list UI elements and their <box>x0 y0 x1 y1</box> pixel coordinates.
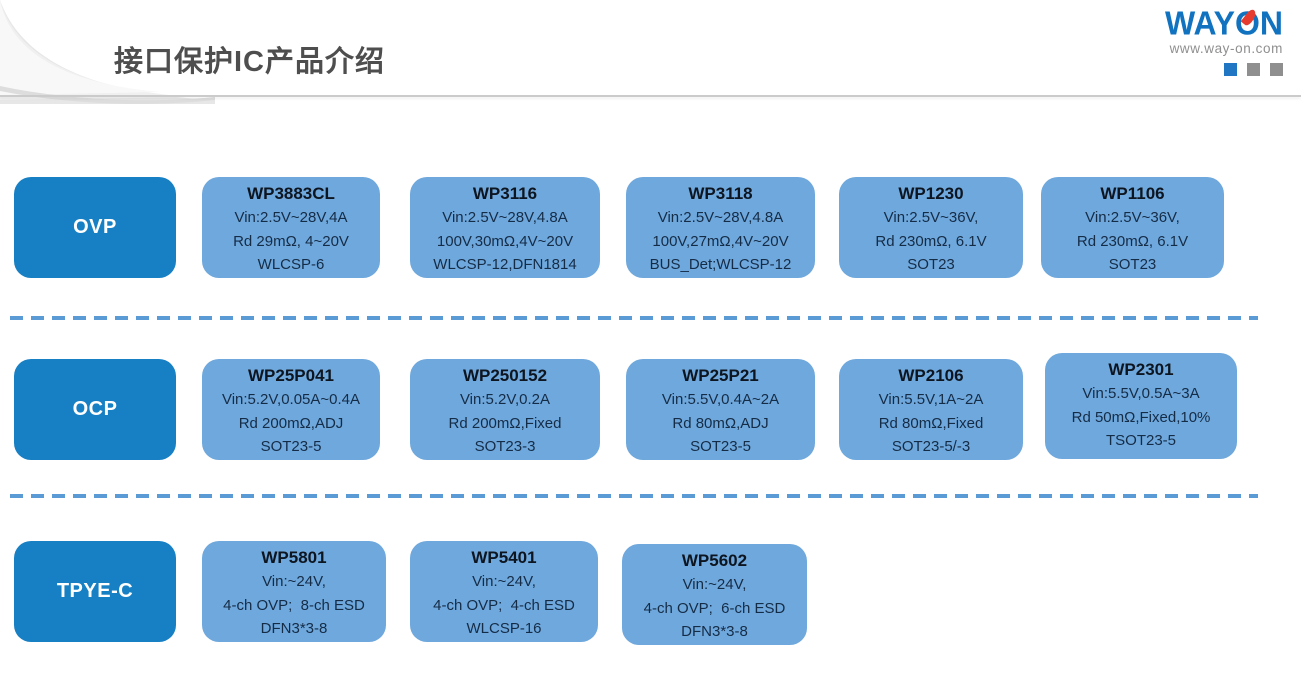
logo-website-url: www.way-on.com <box>1169 41 1283 56</box>
product-spec-line: Vin:5.5V,0.4A~2A <box>661 391 780 408</box>
product-card-wp25p041: WP25P041 Vin:5.2V,0.05A~0.4A Rd 200mΩ,AD… <box>202 359 380 460</box>
product-name: WP25P041 <box>248 366 334 385</box>
product-name: WP2301 <box>1108 360 1174 379</box>
product-spec-line: Vin:~24V, <box>682 576 747 593</box>
product-spec-line: SOT23-3 <box>474 438 536 455</box>
product-spec-line: Vin:~24V, <box>262 573 326 590</box>
product-spec-line: Rd 50mΩ,Fixed,10% <box>1071 408 1211 426</box>
product-name: WP250152 <box>462 366 548 385</box>
product-name: WP2106 <box>898 366 964 385</box>
product-card-wp5801: WP5801 Vin:~24V, 4-ch OVP; 8-ch ESD DFN3… <box>202 541 386 642</box>
product-row-type-c: TPYE-C WP5801 Vin:~24V, 4-ch OVP; 8-ch E… <box>0 541 1301 645</box>
product-spec-line: Rd 80mΩ,ADJ <box>672 414 769 432</box>
product-spec-line: Rd 230mΩ, 6.1V <box>1076 232 1189 250</box>
product-card-wp3118: WP3118 Vin:2.5V~28V,4.8A 100V,27mΩ,4V~20… <box>626 177 815 278</box>
product-card-wp250152: WP250152 Vin:5.2V,0.2A Rd 200mΩ,Fixed SO… <box>410 359 600 460</box>
product-spec-line: Rd 80mΩ,Fixed <box>878 414 984 432</box>
product-spec-line: Vin:2.5V~36V, <box>1085 209 1180 226</box>
product-card-wp1106: WP1106 Vin:2.5V~36V, Rd 230mΩ, 6.1V SOT2… <box>1041 177 1224 278</box>
product-card-wp3116: WP3116 Vin:2.5V~28V,4.8A 100V,30mΩ,4V~20… <box>410 177 600 278</box>
product-spec-line: Vin:5.5V,0.5A~3A <box>1082 385 1200 402</box>
product-name: WP1106 <box>1100 184 1165 203</box>
product-name: WP5401 <box>471 548 537 567</box>
product-card-wp3883cl: WP3883CL Vin:2.5V~28V,4A Rd 29mΩ, 4~20V … <box>202 177 380 278</box>
product-spec-line: Rd 200mΩ,Fixed <box>448 414 562 432</box>
product-spec-line: 4-ch OVP; 4-ch ESD <box>433 596 575 614</box>
page-title: 接口保护IC产品介绍 <box>114 46 386 78</box>
product-spec-line: Rd 200mΩ,ADJ <box>238 414 344 432</box>
category-badge-ocp: OCP <box>14 359 176 460</box>
corner-swoosh-decoration <box>0 0 215 104</box>
product-name: WP1230 <box>898 184 964 203</box>
logo-square-gray-2 <box>1270 63 1283 76</box>
product-spec-line: 4-ch OVP; 8-ch ESD <box>223 596 365 614</box>
product-spec-line: Vin:2.5V~36V, <box>883 209 979 226</box>
product-spec-line: WLCSP-6 <box>257 256 325 273</box>
product-row-ovp: OVP WP3883CL Vin:2.5V~28V,4A Rd 29mΩ, 4~… <box>0 177 1301 278</box>
product-spec-line: BUS_Det;WLCSP-12 <box>649 256 792 273</box>
product-spec-line: Vin:2.5V~28V,4.8A <box>442 209 568 226</box>
product-spec-line: DFN3*3-8 <box>681 623 748 640</box>
logo-square-gray-1 <box>1247 63 1260 76</box>
product-spec-line: SOT23 <box>1108 256 1157 273</box>
product-name: WP5602 <box>681 551 748 570</box>
product-card-wp5401: WP5401 Vin:~24V, 4-ch OVP; 4-ch ESD WLCS… <box>410 541 598 642</box>
logo-square-decoration <box>1113 63 1283 76</box>
product-name: WP3118 <box>688 184 753 203</box>
product-spec-line: Rd 29mΩ, 4~20V <box>233 232 349 250</box>
product-name: WP5801 <box>261 548 327 567</box>
header-divider-line <box>0 95 1301 97</box>
wayon-logo: WAYON www.way-on.com <box>1113 4 1283 76</box>
product-spec-line: WLCSP-12,DFN1814 <box>433 256 577 273</box>
category-badge-type-c: TPYE-C <box>14 541 176 642</box>
product-name: WP3883CL <box>247 184 335 203</box>
product-spec-line: SOT23-5 <box>260 438 322 455</box>
product-spec-line: SOT23-5/-3 <box>891 438 971 455</box>
product-spec-line: Vin:~24V, <box>472 573 536 590</box>
category-badge-ovp: OVP <box>14 177 176 278</box>
product-spec-line: Vin:2.5V~28V,4A <box>234 209 348 226</box>
logo-square-blue <box>1224 63 1237 76</box>
product-name: WP3116 <box>472 184 538 203</box>
product-card-wp25p21: WP25P21 Vin:5.5V,0.4A~2A Rd 80mΩ,ADJ SOT… <box>626 359 815 460</box>
dashed-divider-1 <box>10 316 1258 320</box>
product-spec-line: Vin:5.2V,0.05A~0.4A <box>221 391 361 408</box>
product-spec-line: SOT23 <box>907 256 955 273</box>
product-spec-line: 100V,27mΩ,4V~20V <box>652 232 789 250</box>
product-card-wp2301: WP2301 Vin:5.5V,0.5A~3A Rd 50mΩ,Fixed,10… <box>1045 353 1237 459</box>
product-spec-line: TSOT23-5 <box>1105 432 1177 449</box>
product-spec-line: 4-ch OVP; 6-ch ESD <box>643 599 786 617</box>
product-spec-line: 100V,30mΩ,4V~20V <box>436 232 574 250</box>
product-spec-line: Vin:5.5V,1A~2A <box>878 391 984 408</box>
product-card-wp1230: WP1230 Vin:2.5V~36V, Rd 230mΩ, 6.1V SOT2… <box>839 177 1023 278</box>
product-spec-line: Vin:2.5V~28V,4.8A <box>657 209 784 226</box>
product-card-wp2106: WP2106 Vin:5.5V,1A~2A Rd 80mΩ,Fixed SOT2… <box>839 359 1023 460</box>
product-spec-line: WLCSP-16 <box>466 620 542 637</box>
product-row-ocp: OCP WP25P041 Vin:5.2V,0.05A~0.4A Rd 200m… <box>0 353 1301 460</box>
product-spec-line: DFN3*3-8 <box>260 620 328 637</box>
wayon-logo-wordmark: WAYON <box>1165 4 1283 42</box>
product-spec-line: Rd 230mΩ, 6.1V <box>875 232 987 250</box>
product-spec-line: SOT23-5 <box>690 438 751 455</box>
dashed-divider-2 <box>10 494 1258 498</box>
product-name: WP25P21 <box>682 366 759 385</box>
product-spec-line: Vin:5.2V,0.2A <box>459 391 551 408</box>
product-card-wp5602: WP5602 Vin:~24V, 4-ch OVP; 6-ch ESD DFN3… <box>622 544 807 645</box>
